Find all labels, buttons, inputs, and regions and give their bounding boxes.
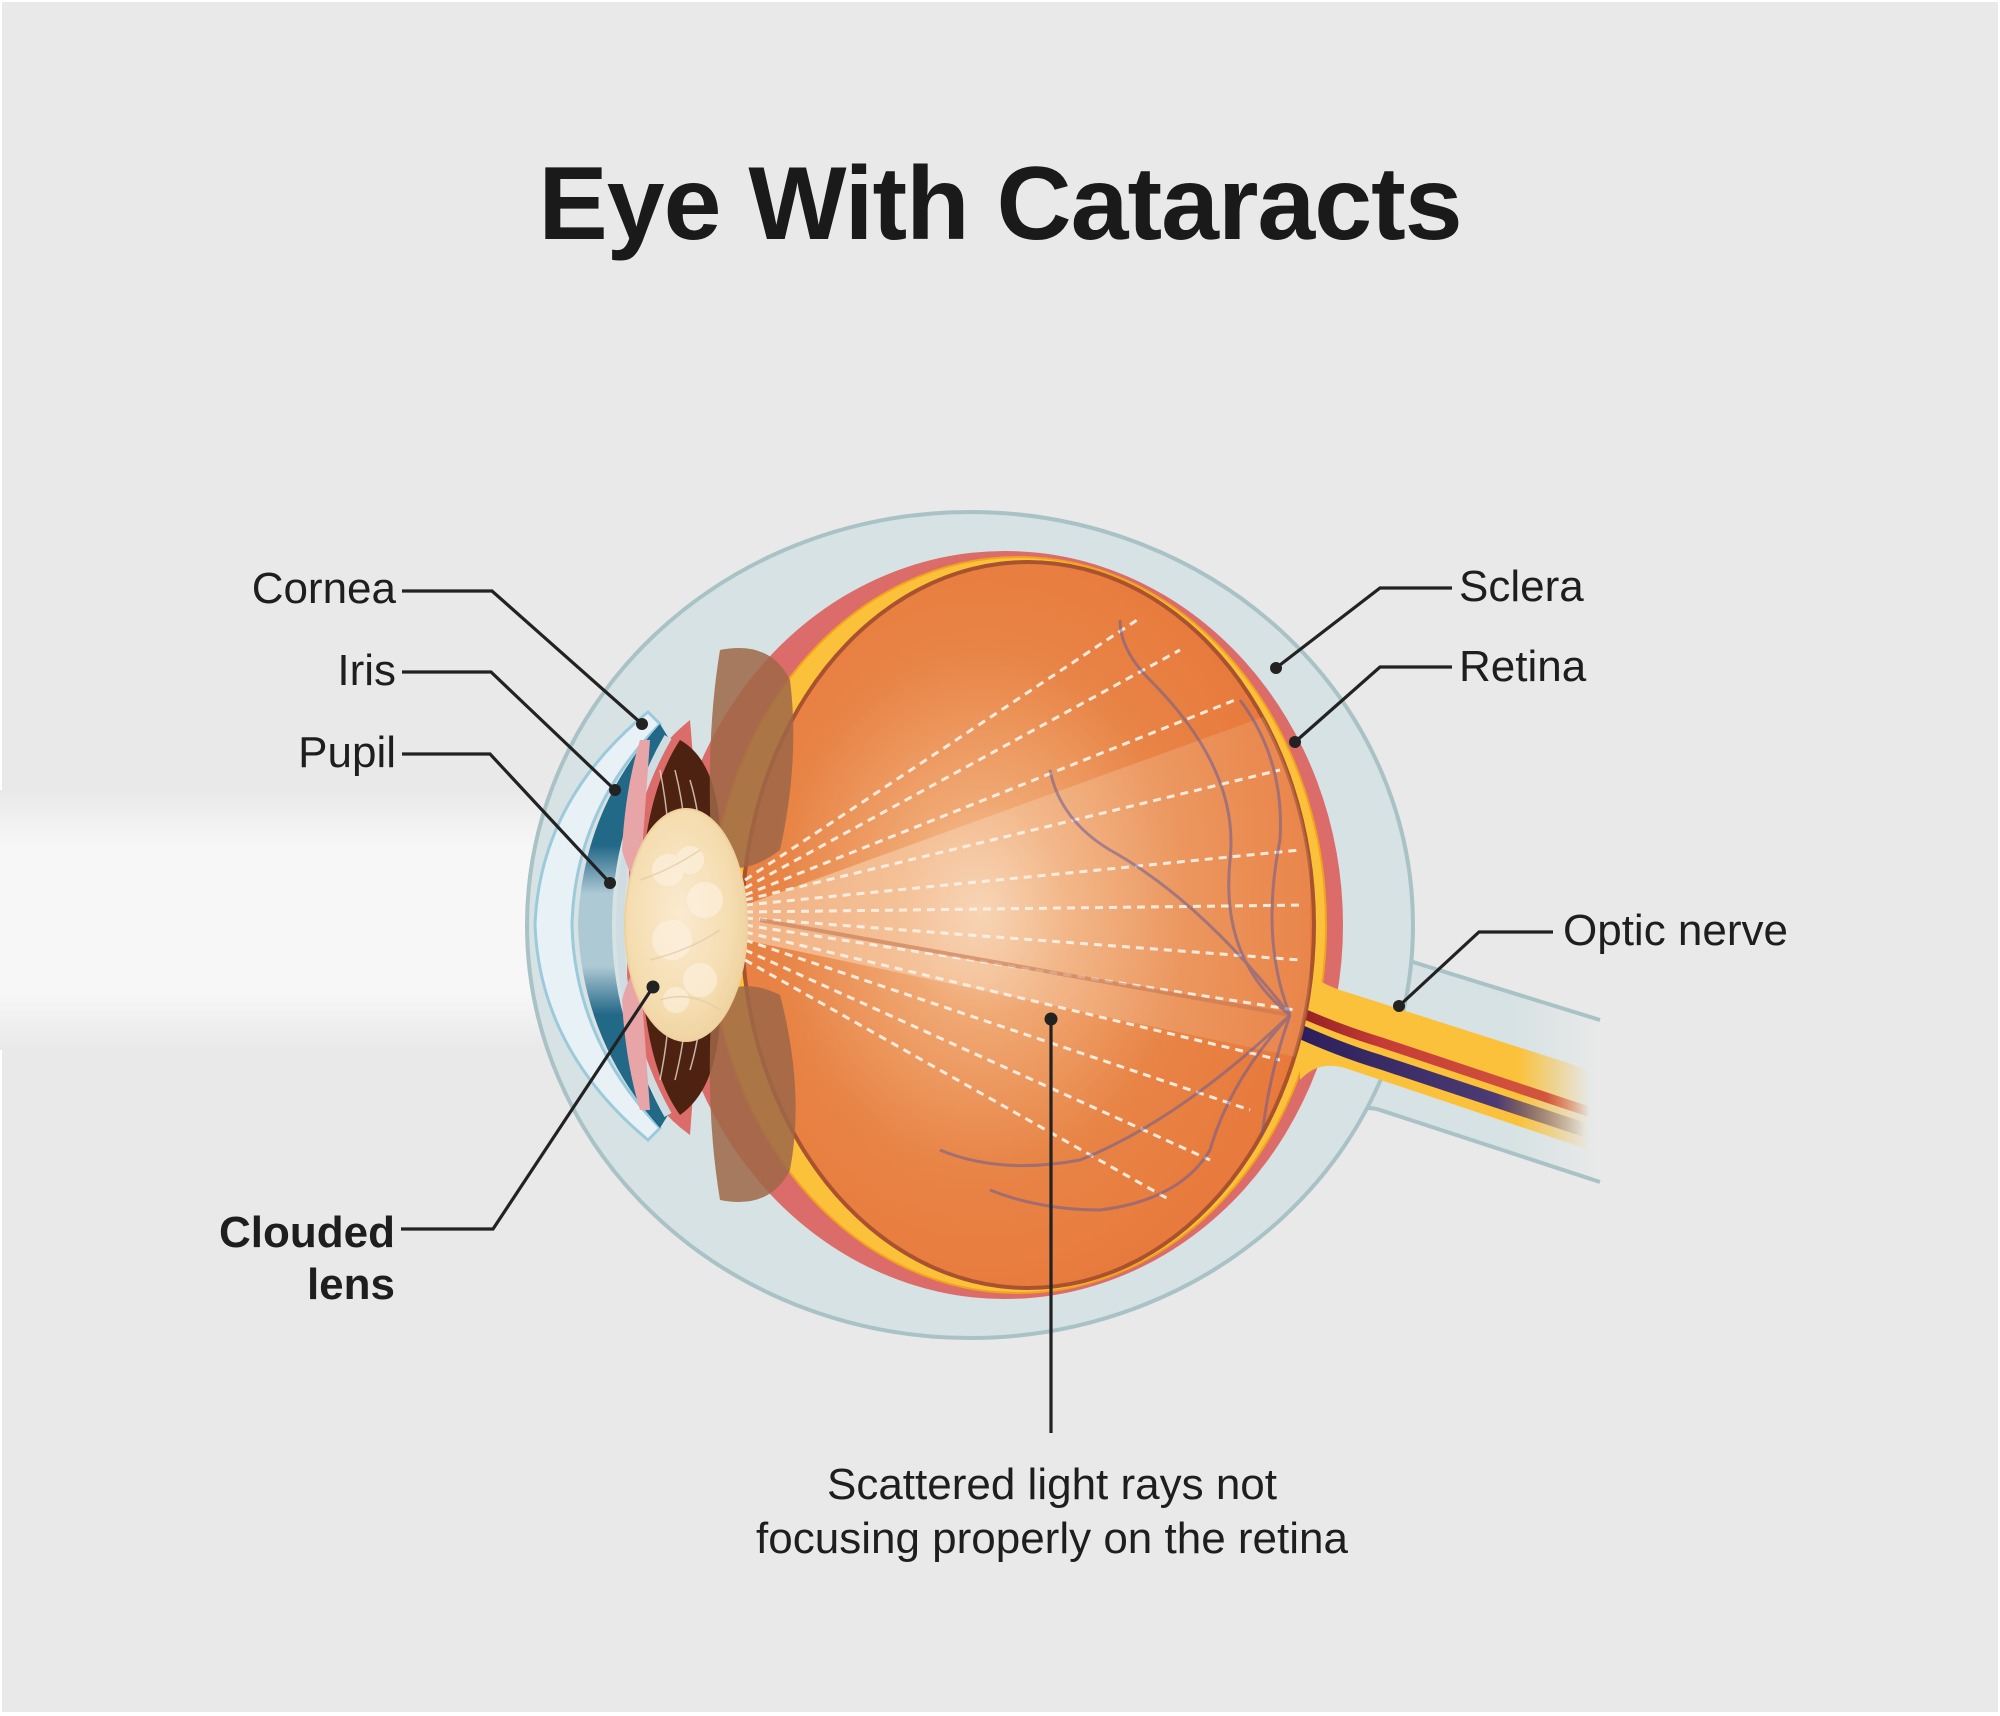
leader-dots — [604, 662, 1405, 1026]
caption-scattered-light: Scattered light rays not focusing proper… — [642, 1458, 1462, 1566]
label-clouded-lens-line2: lens — [306, 1260, 395, 1309]
caption-line1: Scattered light rays not — [826, 1460, 1277, 1509]
label-optic-nerve: Optic nerve — [1563, 906, 1788, 955]
label-sclera: Sclera — [1459, 562, 1584, 611]
page-title: Eye With Cataracts — [538, 146, 1462, 262]
cornea — [533, 709, 663, 1143]
scattered-rays — [744, 616, 1306, 1202]
caption-line2: focusing properly on the retina — [756, 1514, 1348, 1563]
label-pupil: Pupil — [298, 728, 396, 777]
label-clouded-lens-line1: Clouded — [219, 1208, 395, 1257]
label-clouded-lens: Clouded lens — [219, 1207, 395, 1311]
light-beam — [0, 790, 620, 1050]
label-iris: Iris — [337, 646, 396, 695]
leader-lines — [401, 586, 1553, 1433]
label-cornea: Cornea — [251, 564, 396, 613]
label-retina: Retina — [1459, 642, 1587, 691]
